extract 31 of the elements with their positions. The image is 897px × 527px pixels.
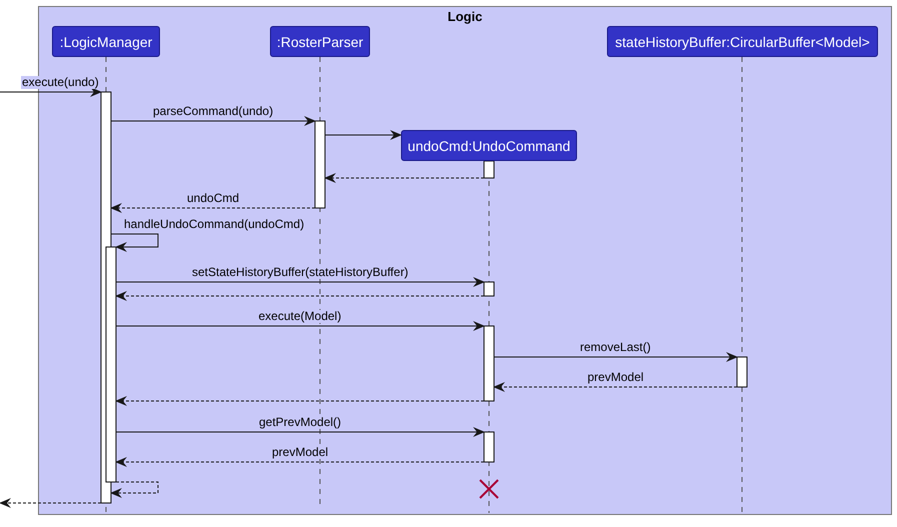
participant-box: :RosterParser <box>270 26 370 57</box>
message-label: setStateHistoryBuffer(stateHistoryBuffer) <box>191 266 410 279</box>
message-label: handleUndoCommand(undoCmd) <box>123 218 306 231</box>
message-arrow <box>116 427 485 437</box>
message-label: execute(undo) <box>21 76 100 89</box>
message-arrow <box>0 87 102 97</box>
message-label: parseCommand(undo) <box>152 105 274 118</box>
message-arrow <box>110 116 316 126</box>
return-arrow <box>115 291 484 301</box>
message-arrow <box>324 130 402 140</box>
participant-box: undoCmd:UndoCommand <box>401 130 577 161</box>
message-arrow <box>110 234 158 252</box>
message-label: getPrevModel() <box>258 416 342 429</box>
return-arrow <box>493 382 738 392</box>
message-arrow <box>116 321 485 331</box>
frame-title: Logic <box>448 9 482 24</box>
message-arrow <box>116 277 485 287</box>
message-label: prevModel <box>586 371 645 384</box>
participant-box: stateHistoryBuffer:CircularBuffer<Model> <box>607 26 878 57</box>
message-label: execute(Model) <box>258 310 342 323</box>
return-arrow <box>115 396 484 406</box>
message-label: prevModel <box>271 446 330 459</box>
message-label: undoCmd <box>186 192 240 205</box>
message-label: removeLast() <box>579 341 652 354</box>
message-arrow <box>494 352 738 362</box>
return-arrow <box>0 498 102 508</box>
return-arrow <box>115 457 484 467</box>
return-arrow <box>110 482 158 498</box>
return-arrow <box>324 173 484 183</box>
return-arrow <box>110 203 316 213</box>
participant-box: :LogicManager <box>52 26 160 57</box>
